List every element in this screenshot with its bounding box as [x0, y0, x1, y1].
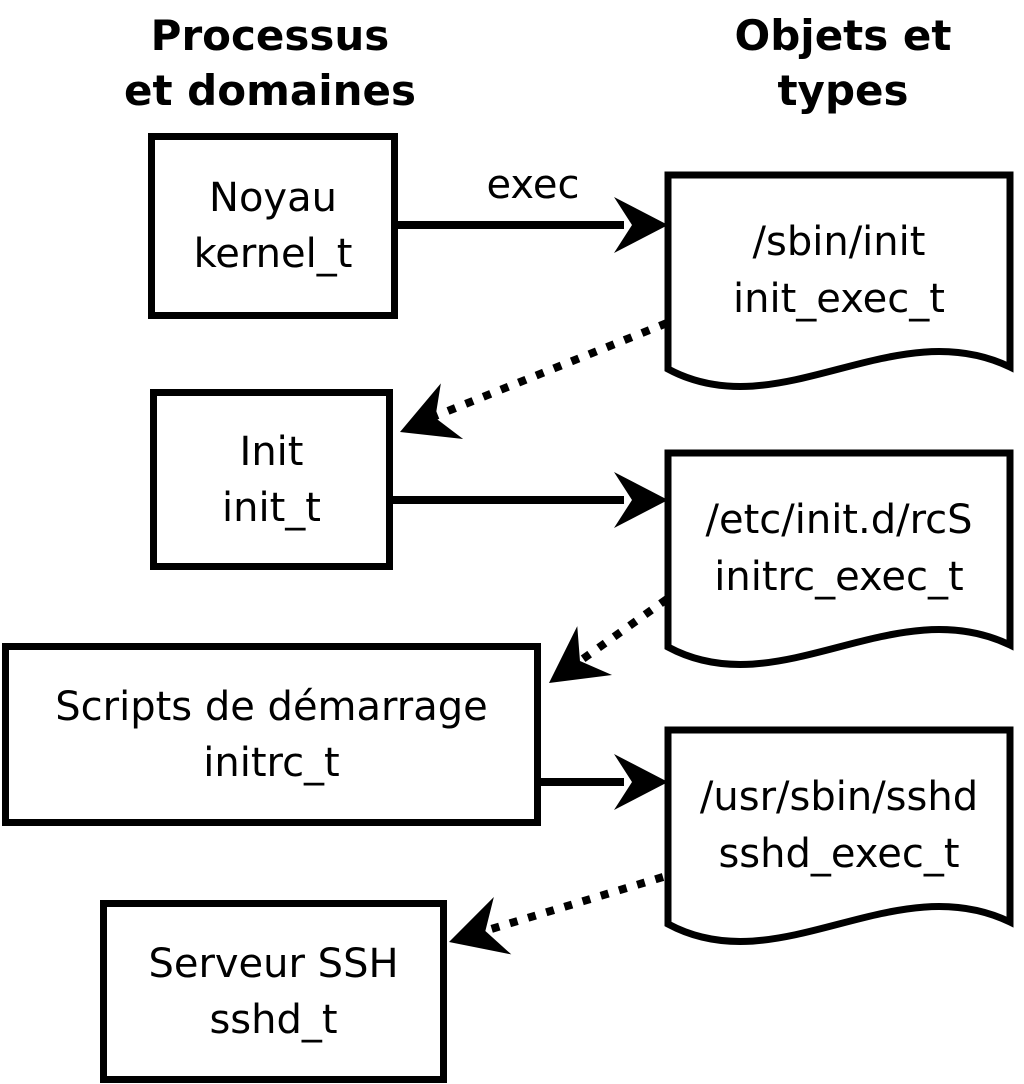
- column-header-objects: Objets et types: [633, 8, 1024, 118]
- process-type: sshd_t: [209, 996, 338, 1043]
- document-text: /sbin/init init_exec_t: [668, 175, 1010, 367]
- column-header-processes-line2: et domaines: [124, 66, 416, 115]
- process-name: Scripts de démarrage: [55, 683, 488, 730]
- object-type: sshd_exec_t: [718, 831, 960, 877]
- object-document-initrc-exec: /etc/init.d/rcS initrc_exec_t: [664, 449, 1014, 684]
- document-shape: [664, 449, 1014, 668]
- column-header-objects-line1: Objets et: [734, 11, 952, 60]
- document-text: /etc/init.d/rcS initrc_exec_t: [668, 453, 1010, 645]
- exec-arrow-label: exec: [486, 162, 580, 208]
- object-type: init_exec_t: [733, 276, 945, 322]
- process-type: kernel_t: [193, 231, 353, 277]
- transition-arrow-sshdexec-to-sshd: [449, 873, 665, 955]
- object-path: /sbin/init: [752, 219, 926, 265]
- document-text: /usr/sbin/sshd sshd_exec_t: [668, 730, 1010, 922]
- object-document-init-exec: /sbin/init init_exec_t: [664, 171, 1014, 406]
- transition-arrow-initrcexec-to-initrc: [549, 595, 670, 683]
- process-box-init: Init init_t: [150, 389, 393, 570]
- object-path: /usr/sbin/sshd: [699, 774, 979, 820]
- process-box-initrc: Scripts de démarrage initrc_t: [2, 643, 541, 826]
- process-type: init_t: [222, 484, 321, 531]
- object-path: /etc/init.d/rcS: [705, 497, 973, 543]
- exec-arrow-init-to-rcs: [392, 472, 668, 528]
- process-name: Init: [239, 428, 304, 475]
- column-header-objects-line2: types: [777, 66, 909, 115]
- process-name: Noyau: [209, 175, 337, 221]
- document-shape: [664, 171, 1014, 390]
- document-shape: [664, 726, 1014, 945]
- process-box-sshd: Serveur SSH sshd_t: [100, 900, 447, 1083]
- process-name: Serveur SSH: [148, 940, 399, 987]
- column-header-processes: Processus et domaines: [60, 8, 480, 118]
- column-header-processes-line1: Processus: [150, 11, 390, 60]
- object-document-sshd-exec: /usr/sbin/sshd sshd_exec_t: [664, 726, 1014, 961]
- object-type: initrc_exec_t: [714, 554, 964, 600]
- transition-arrow-initexec-to-init: [400, 319, 669, 440]
- process-type: initrc_t: [203, 739, 340, 786]
- exec-arrow-initrc-to-sshd: [540, 754, 668, 810]
- process-box-kernel: Noyau kernel_t: [148, 133, 398, 319]
